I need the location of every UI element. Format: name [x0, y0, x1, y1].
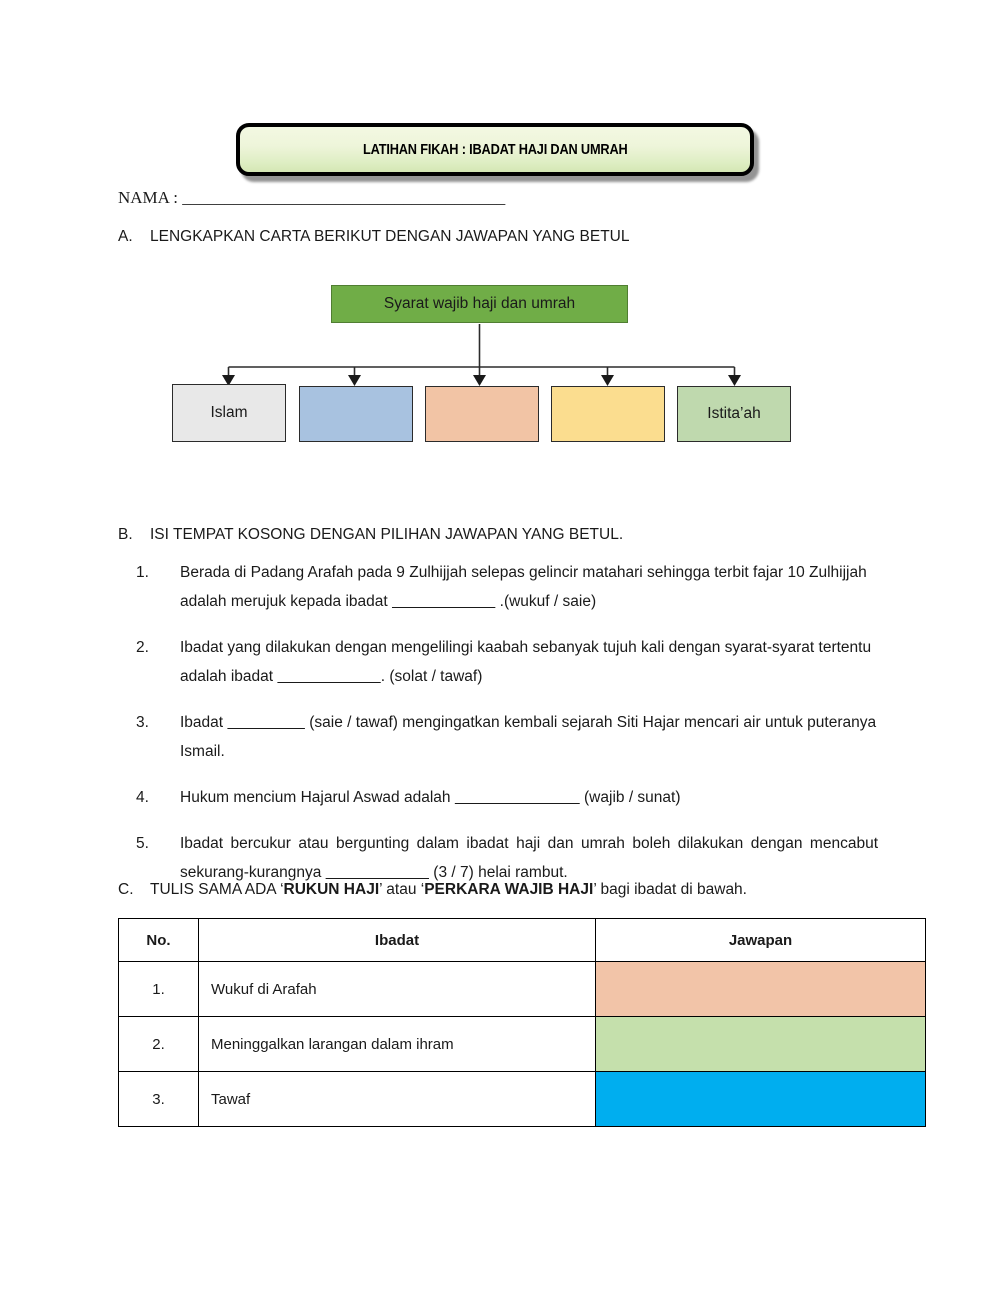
table-cell-no: 3.: [118, 1071, 199, 1127]
table-cell-jawapan[interactable]: [595, 1071, 926, 1127]
table-cell-ibadat: Wukuf di Arafah: [198, 961, 596, 1017]
section-a-letter: A.: [118, 228, 133, 245]
answer-blank[interactable]: [455, 789, 580, 806]
table-header-row: No. Ibadat Jawapan: [118, 918, 926, 962]
flowchart-connectors: [222, 324, 741, 386]
question-item: 4. Hukum mencium Hajarul Aswad adalah (w…: [118, 783, 878, 812]
section-b-text: ISI TEMPAT KOSONG DENGAN PILIHAN JAWAPAN…: [150, 526, 624, 543]
table-row: 2. Meninggalkan larangan dalam ihram: [118, 1016, 926, 1072]
section-c-heading: C. TULIS SAMA ADA ‘RUKUN HAJI’ atau ‘PERK…: [118, 881, 747, 899]
flowchart: Syarat wajib haji dan umrah Islam Istita…: [160, 283, 840, 458]
section-a-text: LENGKAPKAN CARTA BERIKUT DENGAN JAWAPAN …: [150, 228, 630, 245]
section-c-term-1: RUKUN HAJI: [283, 881, 380, 898]
answer-blank[interactable]: [277, 668, 380, 685]
question-text-before: Hukum mencium Hajarul Aswad adalah: [180, 789, 455, 806]
flowchart-root-node: Syarat wajib haji dan umrah: [331, 285, 628, 323]
table-cell-no: 2.: [118, 1016, 199, 1072]
question-text-before: Ibadat: [180, 714, 228, 731]
name-field-line[interactable]: NAMA : _________________________________…: [118, 188, 506, 207]
table-cell-no: 1.: [118, 961, 199, 1017]
table-cell-jawapan[interactable]: [595, 1016, 926, 1072]
question-item: 2. Ibadat yang dilakukan dengan mengelil…: [118, 633, 878, 691]
question-number: 2.: [136, 639, 149, 656]
question-text-after: (wajib / sunat): [579, 789, 681, 806]
flowchart-leaf-5[interactable]: Istita’ah: [677, 386, 791, 442]
table-header-ibadat: Ibadat: [198, 918, 596, 962]
question-text-after: (3 / 7) helai rambut.: [428, 864, 568, 881]
question-text-before: Ibadat yang dilakukan dengan mengeliling…: [180, 639, 872, 685]
title-banner: LATIHAN FIKAH : IBADAT HAJI DAN UMRAH: [236, 123, 759, 182]
section-b-heading: B. ISI TEMPAT KOSONG DENGAN PILIHAN JAWAP…: [118, 526, 623, 544]
table-cell-jawapan[interactable]: [595, 961, 926, 1017]
section-c-text-2: ’ atau ‘: [379, 881, 425, 898]
flowchart-root-label: Syarat wajib haji dan umrah: [383, 295, 576, 312]
answer-blank[interactable]: [392, 593, 495, 610]
question-text-before: Berada di Padang Arafah pada 9 Zulhijjah…: [180, 564, 867, 610]
question-item: 5. Ibadat bercukur atau bergunting dalam…: [118, 829, 878, 887]
section-c-letter: C.: [118, 881, 134, 898]
flowchart-leaf-4-blank[interactable]: [551, 386, 665, 442]
section-c-term-2: PERKARA WAJIB HAJI: [424, 881, 594, 898]
flowchart-leaf-3-blank[interactable]: [425, 386, 539, 442]
question-text-after: . (solat / tawaf): [380, 668, 483, 685]
table-header-jawapan: Jawapan: [595, 918, 926, 962]
question-text-before: Ibadat bercukur atau bergunting dalam ib…: [180, 835, 878, 881]
flowchart-leaf-2-blank[interactable]: [299, 386, 413, 442]
section-b-letter: B.: [118, 526, 133, 543]
flowchart-leaf-1[interactable]: Islam: [172, 384, 286, 442]
question-list: 1. Berada di Padang Arafah pada 9 Zulhij…: [118, 558, 878, 904]
section-c-text-1: TULIS SAMA ADA ‘: [150, 881, 284, 898]
answer-blank[interactable]: [326, 864, 429, 881]
answer-table: No. Ibadat Jawapan 1. Wukuf di Arafah 2.…: [118, 918, 926, 1127]
flowchart-leaf-1-label: Islam: [210, 404, 248, 421]
page-title: LATIHAN FIKAH : IBADAT HAJI DAN UMRAH: [362, 141, 628, 158]
table-cell-ibadat: Tawaf: [198, 1071, 596, 1127]
question-item: 3. Ibadat (saie / tawaf) mengingatkan ke…: [118, 708, 878, 766]
section-c-text-3: ’ bagi ibadat di bawah.: [593, 881, 747, 898]
table-row: 1. Wukuf di Arafah: [118, 961, 926, 1017]
table-row: 3. Tawaf: [118, 1071, 926, 1127]
table-cell-ibadat: Meninggalkan larangan dalam ihram: [198, 1016, 596, 1072]
question-number: 4.: [136, 789, 149, 806]
flowchart-leaf-5-label: Istita’ah: [707, 405, 761, 422]
answer-blank[interactable]: [227, 714, 305, 731]
section-a-heading: A. LENGKAPKAN CARTA BERIKUT DENGAN JAWAPA…: [118, 228, 629, 246]
question-text-after: .(wukuf / saie): [495, 593, 597, 610]
question-number: 5.: [136, 835, 149, 852]
question-number: 1.: [136, 564, 149, 581]
question-item: 1. Berada di Padang Arafah pada 9 Zulhij…: [118, 558, 878, 616]
question-number: 3.: [136, 714, 149, 731]
table-header-no: No.: [118, 918, 199, 962]
title-banner-body: LATIHAN FIKAH : IBADAT HAJI DAN UMRAH: [236, 123, 754, 176]
question-text-after: (saie / tawaf) mengingatkan kembali seja…: [180, 714, 877, 760]
